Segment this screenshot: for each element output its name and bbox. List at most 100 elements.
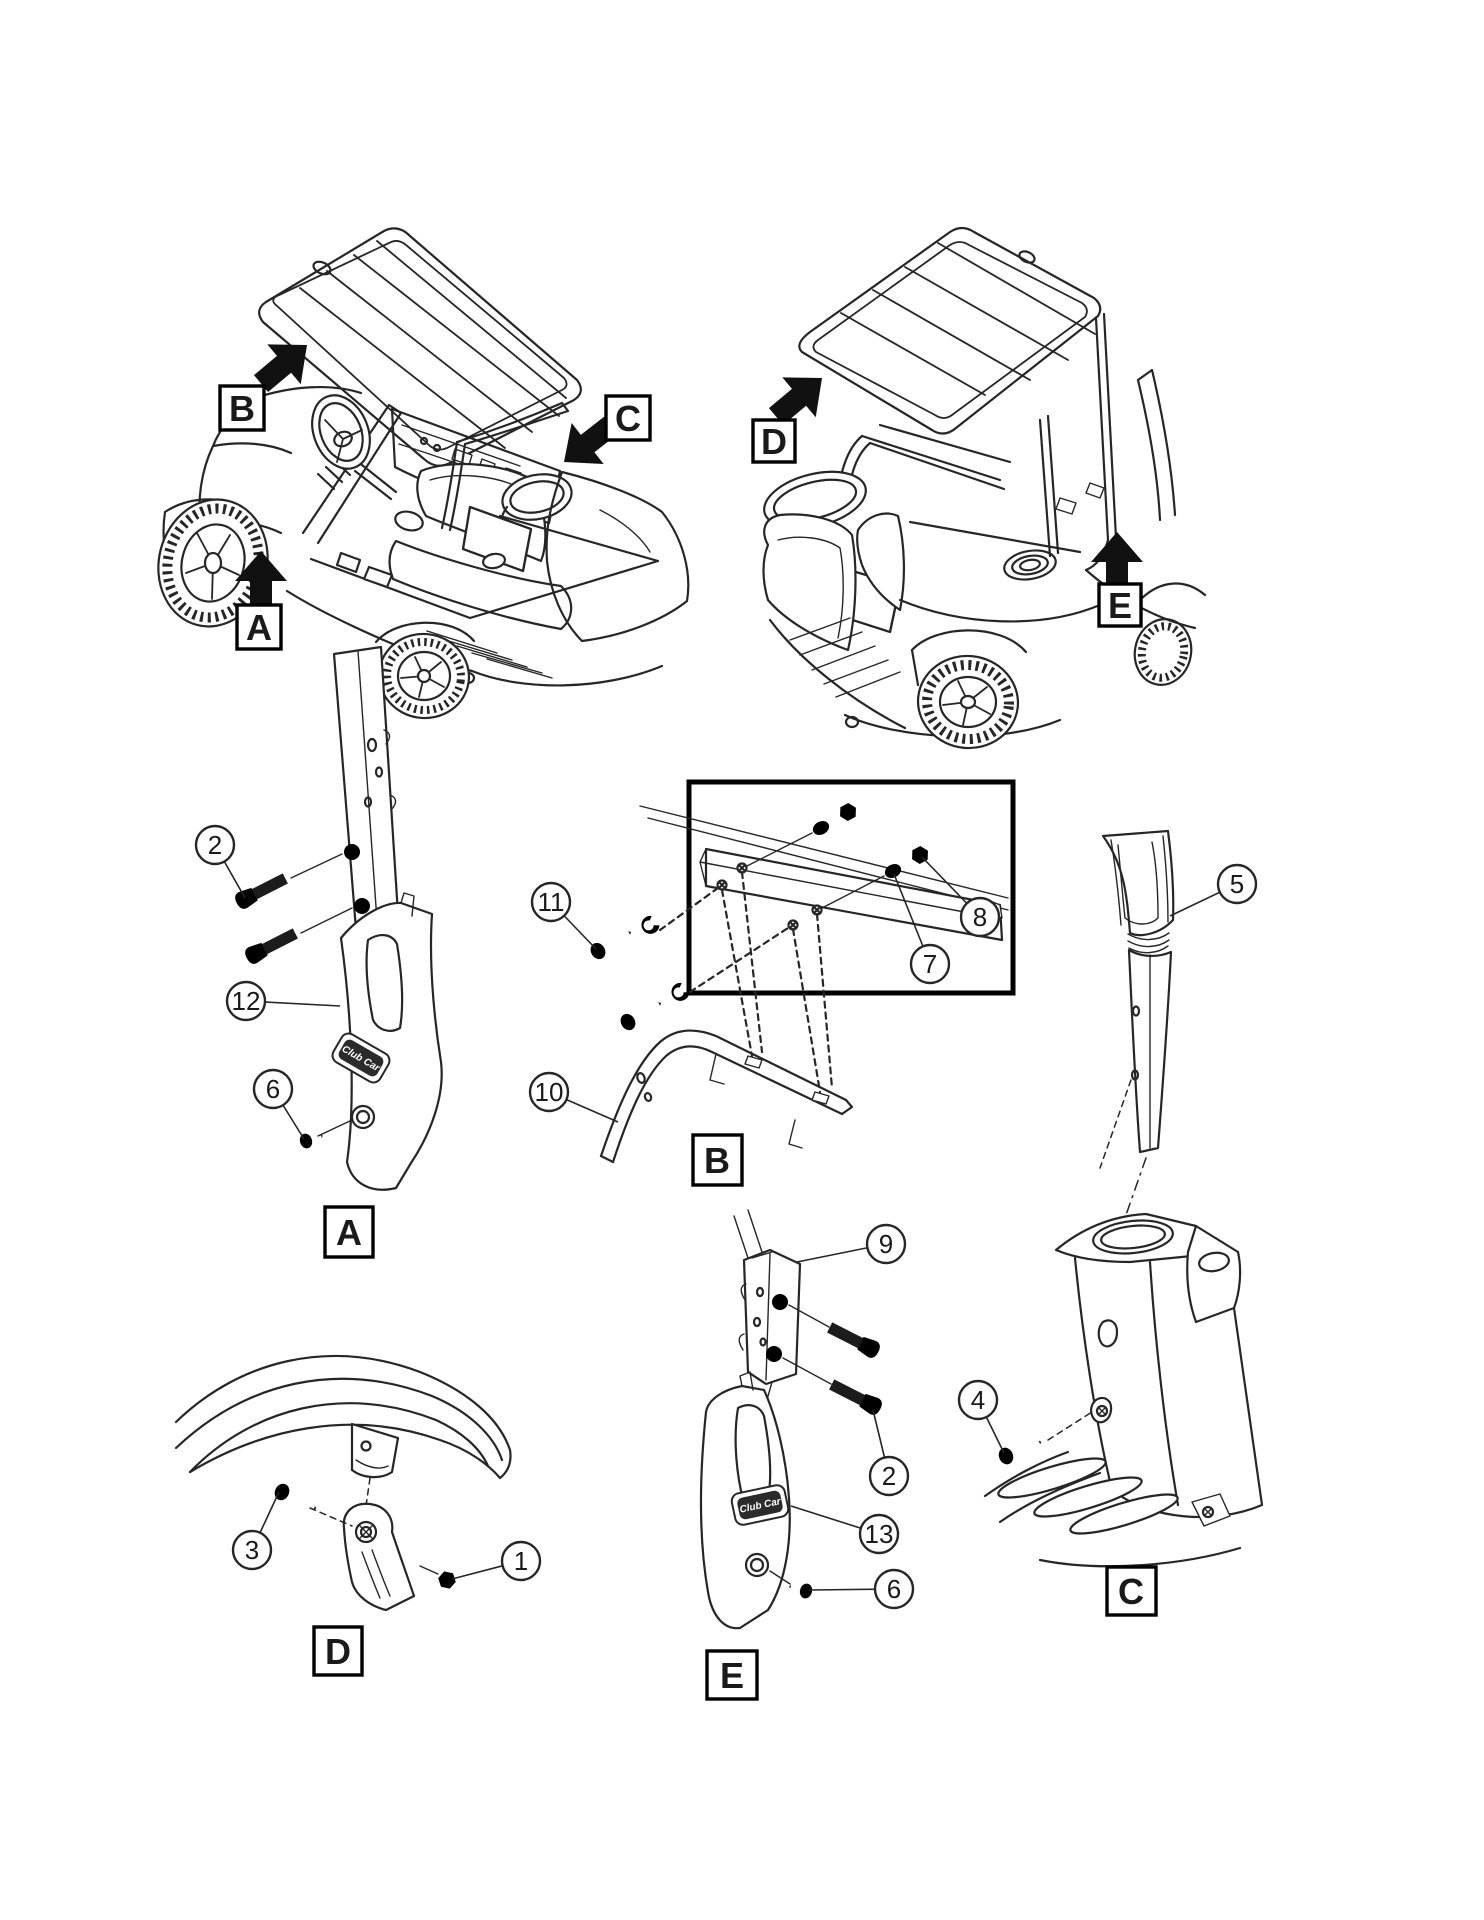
detail-view-d	[174, 1355, 512, 1612]
svg-text:4: 4	[971, 1385, 985, 1415]
svg-text:5: 5	[1230, 869, 1244, 899]
callout-4: 4	[957, 1379, 1005, 1454]
canopy-pillar-upper-5	[1099, 829, 1175, 1233]
view-label-d: D	[751, 418, 797, 464]
svg-text:8: 8	[973, 902, 987, 932]
callout-5: 5	[1169, 863, 1258, 917]
view-label-b: B	[218, 384, 266, 432]
pointer-dash	[1099, 1079, 1132, 1169]
club-car-badge: Club Car	[331, 1032, 391, 1084]
view-arrow-d-icon	[768, 377, 822, 425]
pillar-trim-panel-12: Club Car	[331, 892, 443, 1191]
callout-6b: 6	[808, 1568, 915, 1610]
svg-text:B: B	[229, 388, 255, 429]
nut-axis-line	[746, 832, 813, 867]
screw-axis-line	[769, 1570, 791, 1585]
nut-axis-line	[419, 1565, 439, 1575]
svg-text:D: D	[761, 421, 787, 462]
screw-axis-line	[1047, 1411, 1093, 1441]
socket-bolt-icon	[827, 1376, 885, 1418]
right-cart-illustration	[762, 226, 1207, 750]
callout-3: 3	[231, 1491, 280, 1571]
callout-2: 2	[194, 824, 246, 899]
detail-label-e: E	[705, 1649, 759, 1701]
detail-view-c	[983, 1212, 1264, 1568]
rear-pillar-base	[983, 1212, 1264, 1568]
detail-label-a: A	[323, 1205, 375, 1259]
view-arrow-b-icon	[253, 344, 307, 392]
svg-text:2: 2	[882, 1461, 896, 1491]
front-strut-pillar-9	[738, 1248, 802, 1386]
detail-label-d: D	[312, 1625, 364, 1677]
bolt-axis-line	[782, 1357, 832, 1385]
callout-1: 1	[451, 1540, 542, 1582]
floorboard	[285, 514, 664, 687]
svg-text:3: 3	[245, 1535, 259, 1565]
right-seats	[762, 512, 906, 652]
roof-corner	[174, 1355, 512, 1480]
nut-axis-line	[821, 875, 885, 909]
view-arrow-a-icon	[235, 551, 287, 611]
right-body-side	[1084, 368, 1207, 686]
svg-text:C: C	[1118, 1571, 1144, 1612]
svg-text:12: 12	[232, 986, 261, 1016]
svg-text:2: 2	[208, 830, 222, 860]
callout-13: 13	[790, 1505, 900, 1555]
strut-continuation	[733, 1209, 763, 1259]
steering-wheel	[311, 394, 371, 470]
callout-11: 11	[530, 881, 597, 950]
club-car-badge: Club Car	[730, 1484, 790, 1526]
callout-6: 6	[252, 1068, 305, 1140]
bolt-axis-line	[300, 907, 353, 934]
hex-bolt-icon	[587, 924, 636, 962]
right-rear-wheel	[910, 629, 1028, 750]
svg-text:9: 9	[879, 1229, 893, 1259]
svg-text:7: 7	[923, 949, 937, 979]
svg-text:B: B	[704, 1140, 730, 1181]
svg-text:C: C	[615, 398, 641, 439]
strut-upper-end	[342, 1502, 416, 1612]
screw-axis-line	[317, 1119, 353, 1137]
rear-body	[374, 470, 690, 644]
svg-text:A: A	[336, 1212, 362, 1253]
left-cart-illustration	[157, 227, 690, 720]
hex-screw-icon	[996, 1433, 1045, 1467]
strut-mount-bracket	[350, 1422, 400, 1479]
hex-nut-icon	[436, 1570, 458, 1590]
detail-label-b: B	[691, 1133, 744, 1187]
spring-washer-icon	[638, 913, 662, 938]
svg-text:6: 6	[266, 1074, 280, 1104]
front-wheel	[157, 498, 269, 628]
rear-wheel	[377, 632, 471, 720]
svg-text:E: E	[720, 1655, 744, 1696]
view-label-a: A	[235, 603, 283, 651]
svg-text:1: 1	[514, 1546, 528, 1576]
left-cart-roof	[258, 227, 582, 467]
socket-bolt-icon	[825, 1319, 883, 1361]
callout-2b: 2	[868, 1409, 910, 1497]
screw-axis-line	[309, 1507, 353, 1527]
projection-lines	[658, 870, 834, 1094]
detail-view-b	[587, 779, 1016, 1164]
socket-bolt-icon	[242, 925, 300, 967]
canopy-strut	[440, 401, 570, 532]
view-label-e: E	[1097, 582, 1143, 628]
callout-10: 10	[528, 1071, 619, 1123]
callout-7: 7	[893, 873, 951, 985]
callout-8: 8	[921, 856, 1001, 938]
svg-text:D: D	[325, 1631, 351, 1672]
bolt-axis-line	[788, 1304, 830, 1328]
small-screw-icon	[297, 1128, 325, 1150]
detail-view-e: Club Car	[699, 1209, 885, 1630]
callout-12: 12	[225, 980, 341, 1022]
svg-text:13: 13	[865, 1519, 894, 1549]
canopy-support-strut-10	[599, 1029, 854, 1164]
hex-screw-icon	[271, 1481, 320, 1517]
view-label-c: C	[604, 394, 652, 442]
svg-text:11: 11	[538, 887, 565, 917]
svg-text:E: E	[1108, 585, 1132, 626]
callout-9: 9	[796, 1223, 907, 1265]
svg-text:10: 10	[535, 1077, 564, 1107]
